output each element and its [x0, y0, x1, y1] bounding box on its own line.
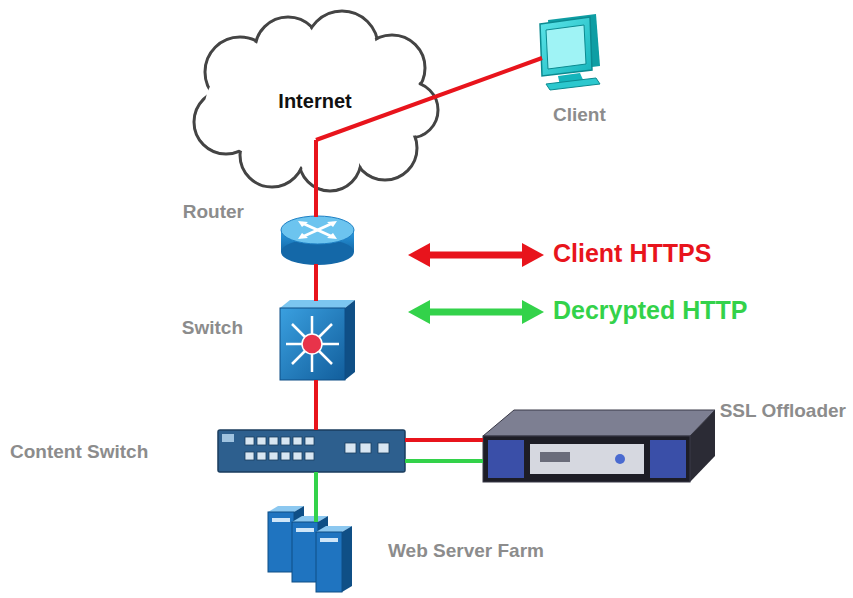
ssl-offloader-icon: [483, 410, 715, 482]
device-node: Web Server Farm: [268, 506, 352, 592]
content-switch-icon: [218, 430, 405, 472]
network-link: [314, 140, 318, 217]
cloud-label: Internet: [278, 90, 351, 113]
device-node: Client: [538, 14, 602, 90]
device-label: Client: [553, 104, 606, 126]
server-farm-icon: [268, 506, 352, 592]
device-node: Internet: [195, 8, 440, 188]
network-link: [405, 438, 483, 442]
device-node: Content Switch: [218, 430, 405, 472]
device-node: Switch: [280, 300, 355, 380]
legend-label: Client HTTPS: [553, 239, 711, 268]
network-link: [314, 380, 318, 430]
network-link: [405, 459, 483, 463]
client-computer: [540, 14, 600, 90]
device-label: Web Server Farm: [388, 540, 544, 562]
device-node: SSL Offloader: [483, 410, 715, 482]
router-icon: [281, 216, 354, 265]
device-label: SSL Offloader: [720, 400, 846, 422]
legend-arrow: [406, 295, 548, 329]
switch-icon: [280, 300, 355, 380]
network-link: [314, 264, 318, 301]
legend-arrow: [406, 238, 548, 272]
device-label: Router: [183, 201, 244, 223]
network-link: [314, 472, 318, 522]
legend-label: Decrypted HTTP: [553, 296, 747, 325]
device-label: Content Switch: [10, 441, 148, 463]
device-node: Router: [281, 215, 354, 266]
device-label: Switch: [182, 317, 243, 339]
